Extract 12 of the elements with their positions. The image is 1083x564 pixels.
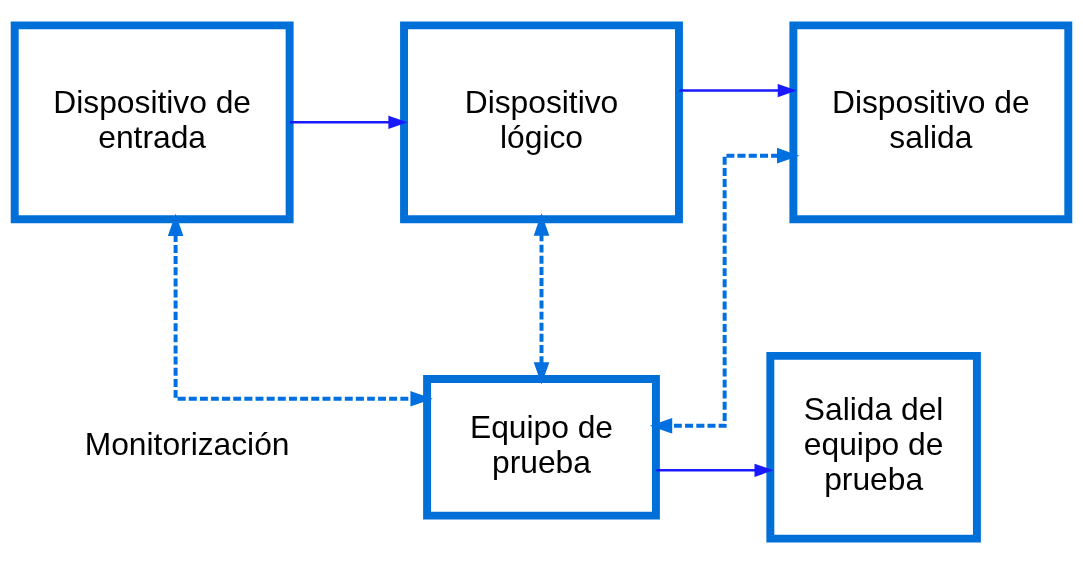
arrow — [289, 115, 408, 129]
node-box: Salida del equipo de prueba — [766, 351, 981, 543]
arrow — [167, 213, 433, 407]
arrow — [679, 83, 797, 98]
arrow — [649, 147, 800, 434]
node-box: Dispositivo de entrada — [10, 21, 294, 224]
arrow — [533, 213, 550, 385]
node-box: Dispositivo de salida — [789, 21, 1073, 224]
node-box: Dispositivo lógico — [400, 21, 683, 224]
label: Monitorización — [84, 426, 290, 463]
arrow — [656, 463, 774, 477]
node-box: Equipo de prueba — [423, 374, 660, 520]
